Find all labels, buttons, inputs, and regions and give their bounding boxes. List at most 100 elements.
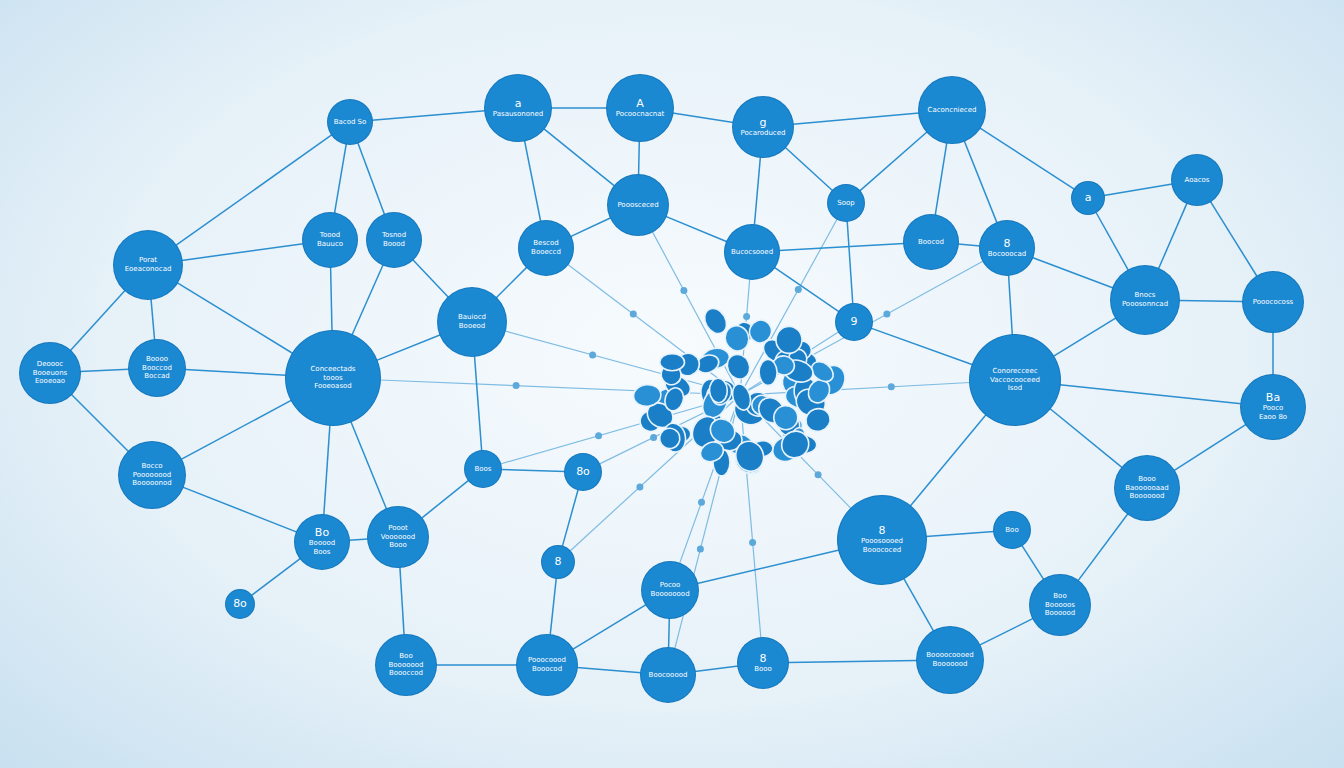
node-text-group: TosnodBoood	[382, 231, 406, 249]
network-link	[935, 143, 947, 216]
network-link	[904, 578, 934, 631]
node-label: Booccod	[142, 364, 172, 373]
network-link	[177, 283, 293, 354]
node-label: Bacod So	[334, 118, 367, 127]
link-dot	[650, 434, 657, 441]
node-text-group: 8o	[233, 598, 247, 610]
network-link	[562, 489, 578, 546]
node-label: Boood	[382, 240, 406, 249]
hub-spoke	[740, 261, 983, 395]
node-text-group: Aoacos	[1184, 176, 1209, 185]
node-label: Deoooc	[33, 360, 67, 369]
network-node: Boo	[994, 512, 1030, 548]
hub-spokes	[380, 219, 983, 649]
node-label: a	[1085, 192, 1092, 204]
node-label: tooos	[310, 374, 355, 383]
network-node: DeooocBooeuonsEooeoao	[20, 343, 80, 403]
node-label: Pocaroduced	[741, 129, 786, 138]
node-label: Booeod	[458, 322, 486, 331]
network-node: PoootVoooooodBooo	[368, 507, 428, 567]
cluster-cell	[775, 326, 802, 354]
network-node: 8Booo	[738, 638, 788, 688]
network-node: Pooosceced	[608, 175, 668, 235]
node-text-group: Bucocsooed	[731, 248, 773, 257]
node-label: Bescod	[531, 239, 561, 248]
node-text-group: Pooococoss	[1253, 298, 1293, 307]
network-node: BaPoocoEaoo 8o	[1241, 375, 1305, 439]
network-link	[377, 335, 441, 361]
network-node: BoccoPooooooodBooooonod	[119, 442, 185, 508]
network-link	[1174, 424, 1246, 470]
network-link	[1050, 409, 1122, 468]
node-label: Toood	[317, 231, 343, 240]
node-label: Bucocsooed	[731, 248, 773, 257]
node-label: Fooeoasod	[310, 382, 355, 391]
link-dot	[698, 499, 705, 506]
node-text-group: Bacod So	[334, 118, 367, 127]
node-label: Booococed	[861, 546, 903, 555]
node-label: Boocod	[918, 238, 944, 247]
node-label: Booocod	[528, 665, 566, 674]
node-label: Boooccod	[389, 669, 424, 678]
node-text-group: Soop	[837, 199, 854, 208]
node-label: 8o	[233, 598, 247, 610]
node-label: Booooonod	[132, 479, 171, 488]
network-node: Soop	[828, 185, 864, 221]
node-label: Boooood	[1045, 609, 1076, 618]
node-label: g	[741, 117, 786, 129]
network-link	[496, 267, 527, 298]
network-link	[980, 128, 1075, 189]
network-node: PooocooodBooocod	[517, 635, 577, 695]
network-link	[372, 111, 485, 121]
cluster-cell	[709, 378, 728, 403]
node-text-group: 8o	[576, 466, 590, 478]
network-link	[413, 260, 449, 298]
network-link	[1104, 184, 1173, 195]
network-link	[80, 369, 129, 371]
node-label: 9	[851, 316, 858, 328]
network-node: PocooBoooooood	[642, 562, 698, 618]
node-label: Soop	[837, 199, 854, 208]
network-link	[793, 113, 919, 124]
node-label: Booooood	[926, 660, 973, 669]
network-node: BescodBooeccd	[519, 221, 573, 275]
node-text-group: DeooocBooeuonsEooeoao	[33, 360, 67, 386]
network-link	[1078, 514, 1128, 581]
network-node: BoooBaoooooaadBooooood	[1115, 456, 1179, 520]
node-label: Booeccd	[531, 248, 561, 257]
node-label: Isod	[990, 384, 1040, 393]
node-label: Eaoo 8o	[1259, 413, 1287, 422]
network-node: 8o	[565, 454, 601, 490]
node-text-group: 8Bocooocad	[988, 238, 1026, 259]
network-node: Aoacos	[1172, 155, 1222, 205]
network-link	[666, 216, 727, 241]
node-label: Bauuco	[317, 240, 343, 249]
network-link	[1032, 258, 1113, 289]
network-node: BooBoooooodBoooccod	[376, 635, 436, 695]
network-link	[871, 328, 973, 365]
node-text-group: 8Booo	[754, 653, 772, 674]
link-dot	[595, 432, 602, 439]
node-label: Vaccocooceed	[990, 376, 1040, 385]
node-label: Boo	[389, 652, 424, 661]
node-label: Booood	[309, 539, 335, 548]
network-node: Boocooood	[641, 648, 695, 702]
network-node: BoooocoooedBooooood	[917, 627, 983, 693]
node-text-group: PoratEoeaconocad	[125, 256, 172, 274]
network-link	[695, 666, 738, 672]
node-label: Vooooood	[381, 533, 415, 542]
node-label: Pooosoooed	[861, 537, 903, 546]
node-text-group: BoccoPooooooodBooooonod	[132, 462, 171, 488]
network-link	[182, 244, 304, 261]
network-link	[958, 244, 980, 246]
network-link	[910, 415, 986, 507]
network-node: 8o	[226, 590, 254, 618]
node-label: Boooo	[142, 355, 172, 364]
network-node: Bucocsooed	[725, 225, 779, 279]
node-label: Boooocoooed	[926, 651, 973, 660]
node-label: Boccad	[142, 372, 172, 381]
node-label: Pocoo	[650, 581, 689, 590]
node-label: Booooos	[1045, 601, 1076, 610]
network-link	[436, 664, 517, 666]
network-node: Boocod	[904, 215, 958, 269]
